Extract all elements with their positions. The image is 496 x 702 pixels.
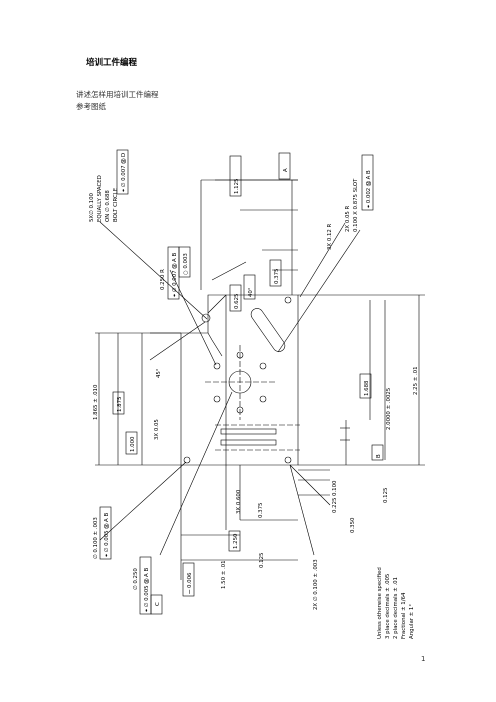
datum-a: A <box>283 168 289 172</box>
corner-hole <box>183 456 191 464</box>
label-equally-spaced: EQUALLY SPACED <box>97 175 103 222</box>
note-line-4: Fractional ± 1/64 <box>401 592 407 639</box>
document-reference-line: 参考图纸 <box>76 102 106 111</box>
label-r0250: 0.250 R <box>160 269 166 290</box>
dim-1688: 1.688 <box>364 380 370 396</box>
fcf-position: ⌖ ∅ 0.007 Ⓜ A B <box>172 253 178 297</box>
note-line-1: Unless otherwise specified <box>377 567 383 639</box>
label-slot: 0.100 X 0.875 SLOT <box>353 178 359 232</box>
bolt-hole <box>213 395 221 403</box>
dim-45deg: 45° <box>156 368 162 378</box>
fcf-top: ⌖ ∅ 0.005 Ⓜ A B <box>104 513 110 557</box>
label-3x-0600: 3X 0.600 <box>236 489 242 514</box>
dim-1875: 1.875 <box>117 397 123 412</box>
fcf-circularity: ○ 0.003 <box>183 253 189 275</box>
dim-1865: 1.865 ± .010 <box>93 384 99 420</box>
label-dia-top: ∅ 0.100 ± .003 <box>93 517 99 559</box>
datum-c: C <box>155 602 161 606</box>
dim-1250: 1.250 <box>233 533 239 549</box>
label-2x-005r: 2X 0.05 R <box>345 205 351 232</box>
label-on-dia: ON ∅ 0.688 <box>105 190 111 222</box>
note-line-5: Angular ± 1° <box>409 604 415 639</box>
chamfer-line <box>207 294 227 314</box>
bolt-hole <box>259 395 267 403</box>
fcf-bolt-circle: ⌖ ∅ 0.007 Ⓜ D <box>121 153 127 192</box>
bolt-hole <box>213 362 221 370</box>
label-dia-0250: ∅ 0.250 <box>133 568 139 590</box>
dim-1000: 1.000 <box>130 436 136 452</box>
dim-0350: 0.350 <box>350 517 356 533</box>
fcf-slot: ⌖ 0.002 Ⓜ A B <box>366 170 372 208</box>
horizontal-slot-2 <box>220 439 277 446</box>
page-number: 1 <box>421 655 426 663</box>
dim-20000: 2.0000 ± .0025 <box>386 388 392 430</box>
part-outline <box>180 294 227 466</box>
dim-0625: 0.625 <box>234 294 240 309</box>
label-3x-012r: 3X 0.12 R <box>327 223 333 250</box>
dim-225: 2.25 ± .01 <box>413 366 419 395</box>
label-3x-005: 3X 0.05 <box>154 419 160 440</box>
dim-0100: 0.100 <box>332 480 338 496</box>
label-5x-dia: 5X∅ 0.100 <box>89 192 95 222</box>
dim-0125-bottom: 0.125 <box>259 553 265 568</box>
angled-cut <box>207 332 223 357</box>
horizontal-slot-1 <box>220 428 277 435</box>
corner-hole <box>284 296 292 304</box>
label-2x-hole: 2X ∅ 0.100 ± .003 <box>313 559 319 610</box>
label-bolt-circle: BOLT CIRCLE <box>113 187 119 222</box>
note-line-3: 2 place decimals ± .01 <box>393 577 399 639</box>
document-title: 培训工件编程 <box>86 58 138 68</box>
dim-0125-right: 0.125 <box>383 488 389 503</box>
dim-0225: 0.225 <box>332 498 338 513</box>
fcf-flatness: ⏤ 0.006 <box>187 572 193 594</box>
fcf-big: ⌖ ∅ 0.005 Ⓜ A B <box>144 568 150 612</box>
corner-hole <box>284 456 292 464</box>
slot-outline <box>250 308 286 352</box>
document-intro-line: 讲述怎样用培训工件编程 <box>76 90 159 99</box>
bolt-hole <box>259 362 267 370</box>
part-outline-right <box>226 294 299 466</box>
dim-150: 1.50 ± .01 <box>221 560 227 589</box>
dim-0375-top: 0.375 <box>274 269 280 284</box>
note-line-2: 3 place decimals ± .005 <box>385 574 391 639</box>
corner-hole <box>201 313 211 323</box>
dim-1125: 1.125 <box>234 179 240 194</box>
dim-0375-bottom: 0.375 <box>258 503 264 518</box>
datum-b: B <box>376 454 382 458</box>
dim-40deg: 40° <box>248 287 254 297</box>
